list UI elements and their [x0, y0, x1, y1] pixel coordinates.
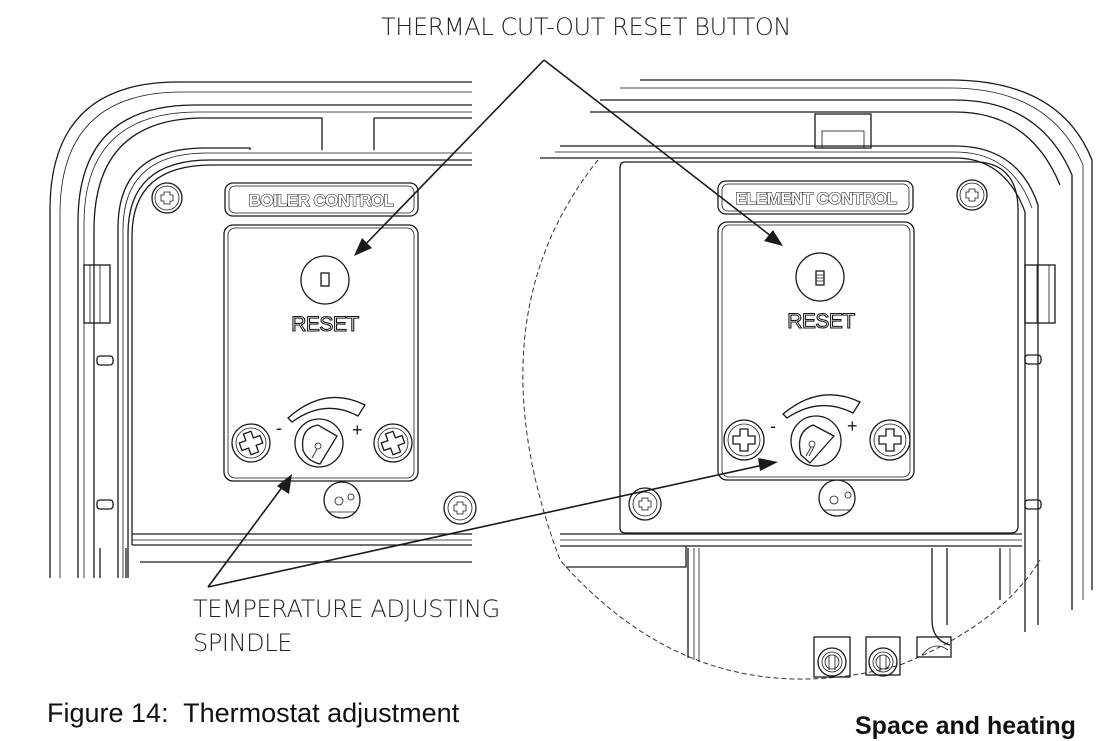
- element-temperature-dial[interactable]: - +: [770, 394, 861, 467]
- section-heading: Space and heating: [855, 712, 1076, 740]
- boiler-face-screw-left: [231, 423, 271, 463]
- boiler-control-plate: BOILER CONTROL: [224, 182, 419, 217]
- boiler-face-screw-right: [373, 423, 413, 463]
- element-plus-sign: +: [847, 416, 858, 436]
- figure-caption: Figure 14: Thermostat adjustment: [47, 698, 460, 728]
- boiler-reset-label: RESET: [291, 313, 359, 336]
- element-control-plate: ELEMENT CONTROL: [717, 180, 914, 215]
- temperature-spindle-callout-line1: TEMPERATURE ADJUSTING: [193, 595, 500, 623]
- boiler-minus-sign: -: [276, 418, 282, 438]
- pipe-fitting-1: [813, 636, 851, 678]
- boiler-temperature-dial[interactable]: - +: [276, 396, 366, 468]
- housing-screw-bottom: [443, 491, 477, 525]
- element-housing: [522, 79, 1093, 680]
- boiler-plus-sign: +: [352, 420, 363, 440]
- housing-screw-top-left: [151, 182, 183, 214]
- thermal-cutout-leaders: [354, 59, 783, 256]
- boiler-housing: [49, 81, 477, 578]
- pipe-fitting-2: [865, 636, 901, 677]
- boiler-indicator-knob: [323, 481, 361, 519]
- thermal-cutout-callout: THERMAL CUT-OUT RESET BUTTON: [381, 13, 791, 41]
- element-face-screw-right: [869, 419, 911, 461]
- element-faceplate: [717, 221, 915, 481]
- element-minus-sign: -: [770, 416, 776, 436]
- element-control-label: ELEMENT CONTROL: [736, 189, 897, 208]
- element-reset-label: RESET: [787, 310, 855, 333]
- boiler-control-label: BOILER CONTROL: [249, 191, 394, 210]
- boiler-faceplate: [223, 224, 419, 482]
- pipe-fitting-3: [916, 636, 952, 658]
- element-reset-button[interactable]: [795, 252, 845, 302]
- boiler-reset-button[interactable]: [300, 255, 350, 305]
- housing-screw-top-right: [956, 179, 988, 211]
- temperature-spindle-leaders: [207, 458, 778, 588]
- temperature-spindle-callout-line2: SPINDLE: [193, 629, 292, 657]
- element-indicator-knob: [818, 479, 856, 517]
- housing-screw-bottom-left: [628, 487, 662, 521]
- element-face-screw-left: [723, 419, 765, 461]
